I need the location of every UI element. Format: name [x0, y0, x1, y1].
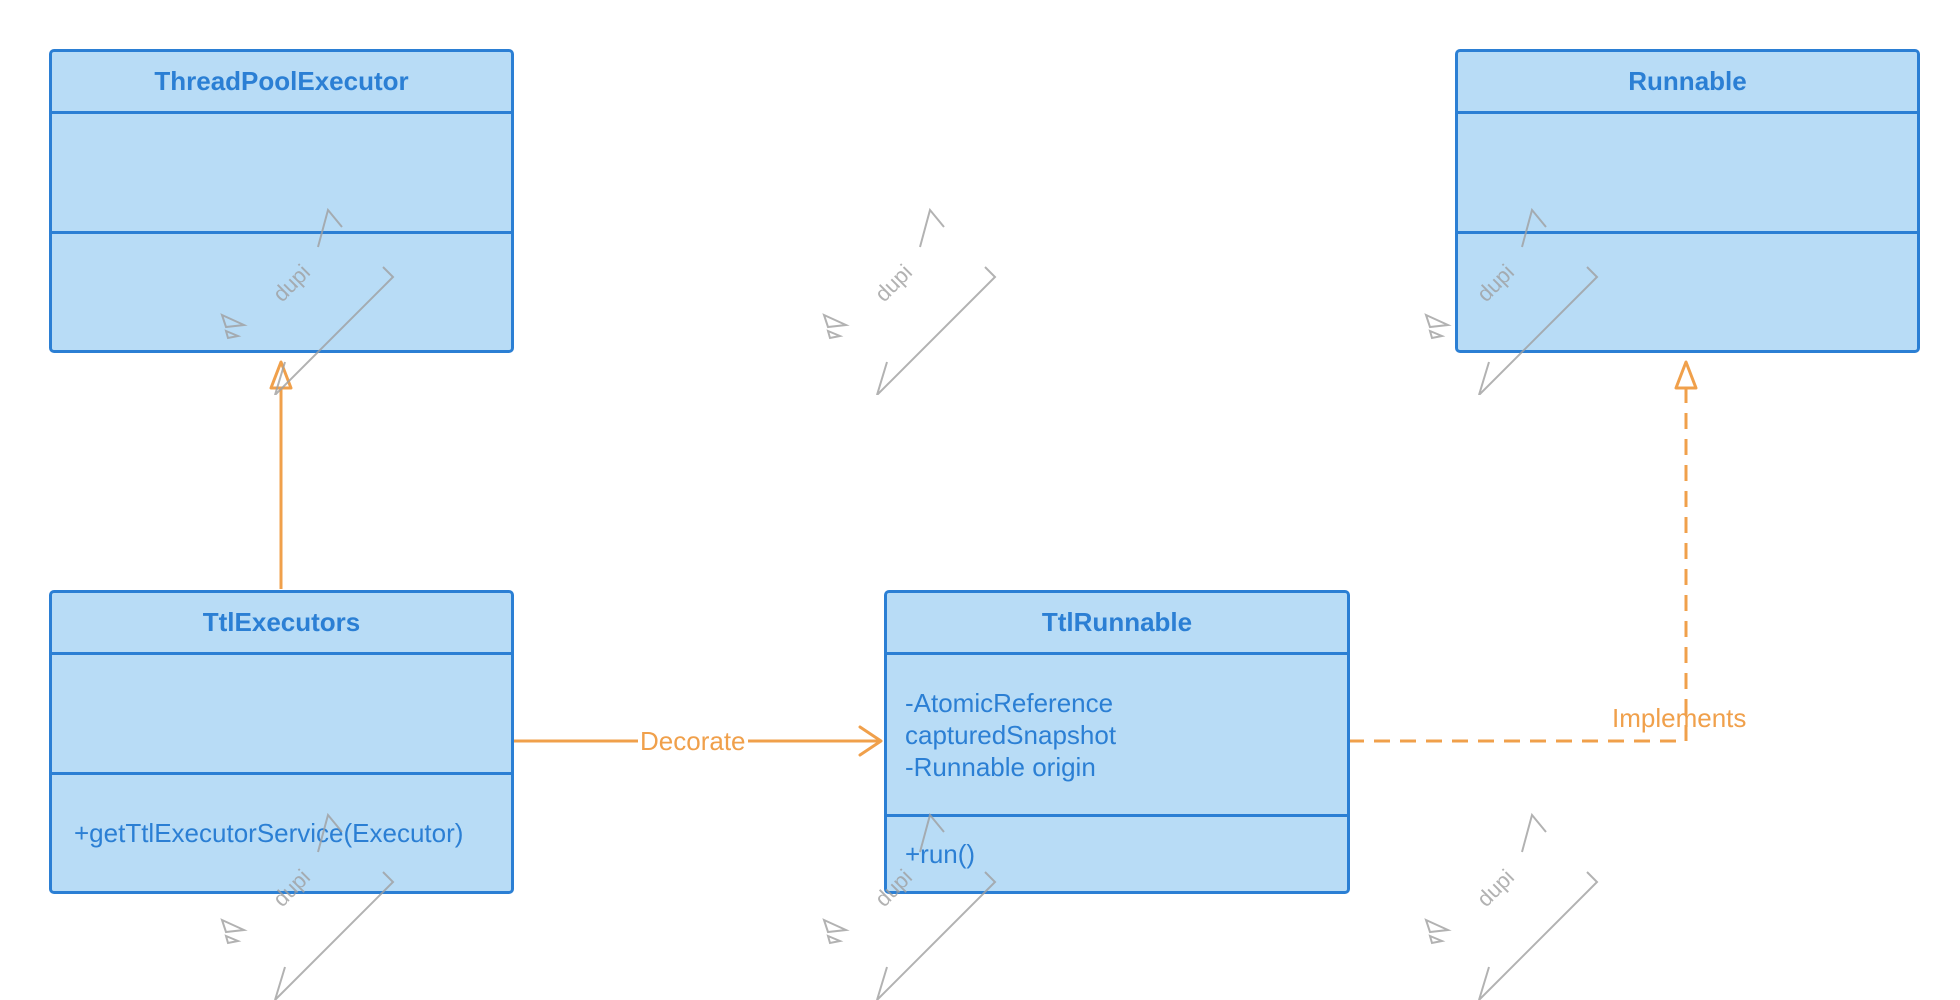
- class-attributes: [1458, 114, 1917, 234]
- class-name: TtlExecutors: [52, 593, 511, 655]
- class-name: Runnable: [1458, 52, 1917, 114]
- class-methods: [1458, 234, 1917, 350]
- implements-line: [1348, 388, 1688, 743]
- attribute-item: -AtomicReference: [905, 687, 1114, 718]
- class-ttlrunnable[interactable]: TtlRunnable -AtomicReference capturedSna…: [884, 590, 1350, 894]
- class-attributes: [52, 655, 511, 775]
- implements-label: Implements: [1612, 703, 1747, 733]
- class-attributes: -AtomicReference capturedSnapshot -Runna…: [887, 655, 1347, 817]
- inheritance-arrowhead: [269, 360, 293, 390]
- implements-arrowhead: [1674, 360, 1698, 390]
- method-item: +run(): [905, 839, 976, 869]
- class-ttlexecutors[interactable]: TtlExecutors +getTtlExecutorService(Exec…: [49, 590, 514, 894]
- class-name: ThreadPoolExecutor: [52, 52, 511, 114]
- class-name: TtlRunnable: [887, 593, 1347, 655]
- class-attributes: [52, 114, 511, 234]
- attribute-item: capturedSnapshot: [905, 719, 1117, 750]
- class-runnable[interactable]: Runnable: [1455, 49, 1920, 353]
- class-methods: +getTtlExecutorService(Executor): [52, 775, 511, 891]
- class-threadpoolexecutor[interactable]: ThreadPoolExecutor: [49, 49, 514, 353]
- decorate-label: Decorate: [638, 726, 748, 756]
- decorate-arrowhead: [858, 725, 883, 757]
- method-item: +getTtlExecutorService(Executor): [74, 818, 464, 848]
- class-methods: +run(): [887, 817, 1347, 891]
- attribute-item: -Runnable origin: [905, 751, 1096, 782]
- class-methods: [52, 234, 511, 350]
- uml-class-diagram: ThreadPoolExecutor Runnable TtlExecutors…: [49, 49, 1920, 1000]
